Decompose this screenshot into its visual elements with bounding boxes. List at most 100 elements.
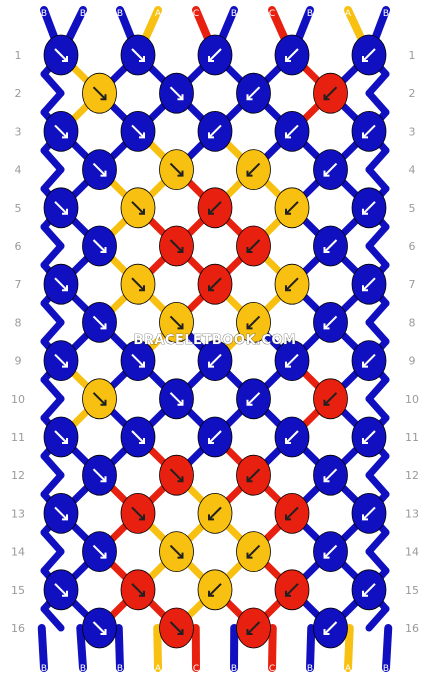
arrow-icon	[285, 277, 299, 291]
arrow-head-icon	[362, 285, 368, 292]
strand-letter-top: B	[80, 9, 86, 19]
knot	[236, 531, 271, 572]
arrow-head-icon	[323, 399, 330, 406]
row-number-right: 1	[409, 49, 416, 62]
row-number-right: 13	[405, 507, 419, 520]
row-number-right: 8	[409, 316, 416, 329]
arrow-icon	[246, 162, 261, 177]
arrow-icon	[285, 353, 299, 368]
knot	[82, 72, 117, 114]
arrow-icon	[131, 353, 145, 368]
arrow-head-icon	[285, 514, 291, 521]
strand-letter-bottom: C	[269, 664, 275, 674]
knot	[351, 34, 387, 76]
edge-thread	[365, 223, 390, 250]
arrow-icon	[92, 86, 107, 100]
arrow-head-icon	[246, 476, 253, 483]
arrow-icon	[54, 430, 68, 444]
arrow-head-icon	[208, 208, 214, 215]
knot	[43, 416, 79, 458]
arrow-icon	[285, 583, 299, 597]
knot	[197, 340, 233, 382]
strand-letter-top: B	[117, 9, 123, 19]
edge-thread	[40, 452, 65, 479]
knot	[274, 493, 310, 534]
watermark-text: BRACELETBOOK.COM	[134, 333, 297, 348]
knot	[197, 569, 233, 611]
row-number-left: 15	[11, 584, 25, 597]
arrow-head-icon	[62, 590, 68, 597]
knot	[236, 225, 271, 267]
arrow-icon	[169, 86, 184, 100]
strand-letter-bottom: A	[155, 664, 162, 674]
arrow-icon	[362, 48, 376, 62]
edge-thread	[40, 376, 65, 403]
edge-thread	[40, 89, 65, 116]
arrow-head-icon	[323, 552, 330, 559]
edge-thread	[365, 147, 390, 174]
arrow-icon	[323, 315, 338, 330]
arrow-icon	[54, 124, 68, 139]
arrow-icon	[169, 392, 184, 406]
arrow-head-icon	[100, 94, 107, 101]
row-number-left: 12	[11, 469, 25, 482]
strand-letter-bottom: B	[383, 664, 389, 674]
arrow-head-icon	[208, 590, 214, 597]
knot-grid	[43, 34, 387, 649]
arrow-icon	[323, 544, 338, 559]
knot	[313, 149, 348, 191]
row-number-right: 11	[405, 431, 419, 444]
arrow-head-icon	[100, 552, 107, 559]
knot	[159, 225, 194, 267]
arrow-head-icon	[362, 132, 368, 139]
strand-letter-top: B	[41, 9, 47, 19]
strand-letter-top: C	[269, 9, 275, 19]
arrow-head-icon	[323, 323, 330, 330]
arrow-icon	[54, 48, 68, 62]
row-number-left: 9	[15, 355, 22, 368]
arrow-head-icon	[246, 247, 253, 253]
bottom-strand	[76, 624, 87, 672]
arrow-icon	[285, 124, 299, 139]
edge-thread	[40, 605, 65, 632]
row-number-left: 14	[11, 546, 25, 559]
arrow-icon	[323, 392, 338, 406]
arrow-head-icon	[139, 285, 145, 292]
knot	[313, 531, 348, 572]
arrow-icon	[54, 506, 68, 521]
strand-letter-bottom: B	[41, 664, 47, 674]
arrow-head-icon	[285, 285, 291, 292]
arrow-icon	[208, 201, 222, 215]
arrow-head-icon	[323, 629, 330, 635]
edge-thread	[365, 166, 390, 193]
arrow-icon	[92, 315, 107, 330]
arrow-icon	[131, 583, 145, 597]
knot	[120, 340, 156, 382]
knot	[159, 72, 194, 114]
arrow-head-icon	[100, 629, 107, 635]
knot	[236, 607, 271, 649]
bottom-strand	[153, 624, 162, 672]
arrow-head-icon	[177, 552, 184, 559]
arrow-icon	[362, 277, 376, 291]
knot	[274, 340, 310, 382]
edge-thread	[365, 318, 390, 345]
row-number-left: 10	[11, 393, 25, 406]
arrow-icon	[92, 544, 107, 559]
bottom-strand	[306, 624, 316, 672]
arrow-head-icon	[285, 56, 291, 62]
arrow-head-icon	[100, 399, 107, 406]
row-number-left: 16	[11, 622, 25, 635]
arrow-icon	[362, 353, 376, 368]
arrow-head-icon	[285, 361, 291, 368]
row-number-left: 2	[15, 87, 22, 100]
knot	[159, 531, 194, 572]
arrow-head-icon	[62, 132, 68, 139]
row-number-left: 6	[15, 240, 22, 253]
arrow-head-icon	[100, 323, 107, 330]
knot	[120, 569, 156, 611]
bottom-strand	[114, 624, 124, 672]
